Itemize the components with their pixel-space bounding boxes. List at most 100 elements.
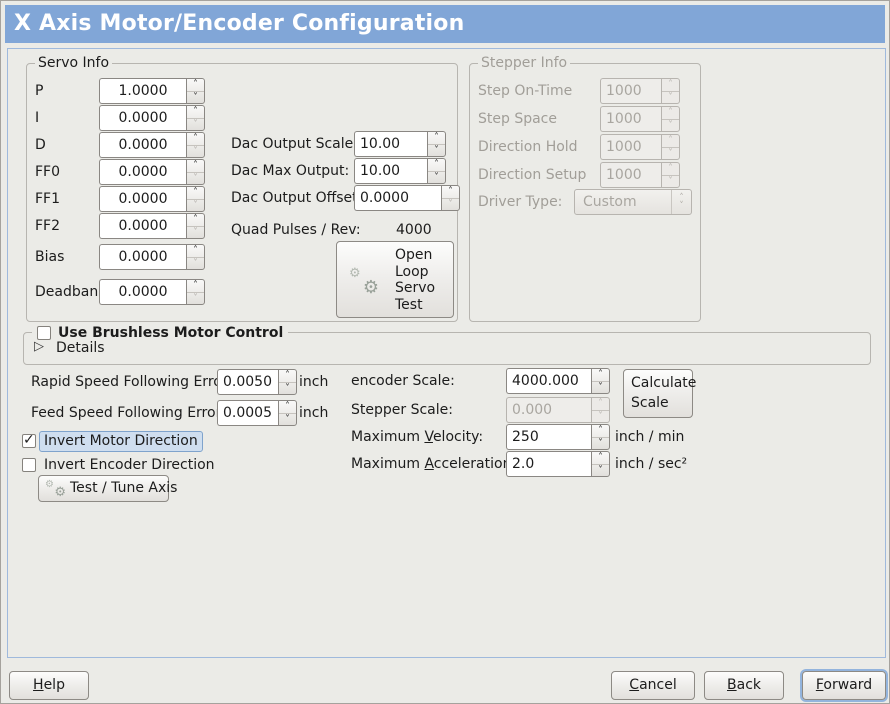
ff2-spinbox[interactable]: 0.0000 ˄˅	[99, 213, 205, 239]
max-acceleration-spinbox[interactable]: 2.0 ˄˅	[506, 451, 610, 477]
rapid-following-error-spinbox[interactable]: 0.0050 ˄˅	[217, 369, 297, 395]
feed-following-error-value[interactable]: 0.0005	[217, 400, 278, 426]
i-spinbox[interactable]: 0.0000 ˄˅	[99, 105, 205, 131]
gears-icon: ⚙ ⚙	[349, 266, 379, 298]
rapid-following-error-value[interactable]: 0.0050	[217, 369, 278, 395]
dac-max-output-spinbox[interactable]: 10.00 ˄˅	[354, 158, 446, 184]
invert-motor-label[interactable]: Invert Motor Direction	[39, 431, 203, 452]
max-velocity-value[interactable]: 250	[506, 424, 591, 450]
bias-label: Bias	[35, 249, 65, 265]
invert-motor-checkbox[interactable]: ✓	[22, 432, 36, 448]
servo-info-frame: Servo Info P 1.0000 ˄˅ I 0.0000 ˄˅ D 0.0…	[26, 54, 458, 322]
max-acceleration-unit: inch / sec²	[615, 456, 688, 472]
direction-hold-label: Direction Hold	[478, 139, 578, 155]
step-on-time-value: 1000	[600, 78, 661, 104]
dac-max-output-value[interactable]: 10.00	[354, 158, 427, 184]
spin-down-icon[interactable]: ˅	[187, 117, 204, 131]
spin-down-icon[interactable]: ˅	[428, 170, 445, 184]
ff0-value[interactable]: 0.0000	[99, 159, 186, 185]
spin-down-icon[interactable]: ˅	[428, 143, 445, 157]
help-button[interactable]: Help	[9, 671, 89, 700]
bias-spinbox[interactable]: 0.0000 ˄˅	[99, 244, 205, 270]
spin-up-icon[interactable]: ˄	[285, 370, 290, 381]
spin-down-icon[interactable]: ˅	[187, 144, 204, 158]
cancel-button[interactable]: Cancel	[611, 671, 695, 700]
spin-down-icon[interactable]: ˅	[187, 171, 204, 185]
max-velocity-label: Maximum Velocity:	[351, 429, 484, 445]
spin-up-icon[interactable]: ˄	[193, 187, 198, 198]
direction-setup-spinbox: 1000 ˄˅	[600, 162, 680, 188]
spin-up-icon[interactable]: ˄	[285, 401, 290, 412]
calculate-scale-button[interactable]: Calculate Scale	[623, 369, 696, 418]
check-icon: ✓	[23, 432, 35, 448]
spin-down-icon[interactable]: ˅	[187, 225, 204, 239]
rapid-following-error-unit: inch	[299, 374, 329, 390]
quad-pulses-value: 4000	[396, 222, 432, 238]
back-button-label: Back	[727, 677, 761, 693]
driver-type-label: Driver Type:	[478, 194, 563, 210]
deadband-value[interactable]: 0.0000	[99, 279, 186, 305]
spin-up-icon[interactable]: ˄	[434, 132, 439, 143]
encoder-scale-spinbox[interactable]: 4000.000 ˄˅	[506, 368, 610, 394]
invert-encoder-label[interactable]: Invert Encoder Direction	[44, 457, 215, 473]
dac-output-scale-spinbox[interactable]: 10.00 ˄˅	[354, 131, 446, 157]
page-title: X Axis Motor/Encoder Configuration	[5, 5, 885, 43]
spin-down-icon[interactable]: ˅	[592, 436, 609, 450]
ff1-value[interactable]: 0.0000	[99, 186, 186, 212]
step-on-time-spinbox: 1000 ˄˅	[600, 78, 680, 104]
ff0-spinbox[interactable]: 0.0000 ˄˅	[99, 159, 205, 185]
spin-up-icon[interactable]: ˄	[598, 452, 603, 463]
stepper-scale-label: Stepper Scale:	[351, 402, 453, 418]
dac-output-offset-value[interactable]: 0.0000	[354, 185, 441, 211]
stepper-info-legend: Stepper Info	[478, 54, 571, 73]
spin-down-icon[interactable]: ˅	[279, 381, 296, 395]
expander-arrow-icon[interactable]: ▷	[34, 339, 44, 354]
spin-down-icon[interactable]: ˅	[592, 380, 609, 394]
brushless-checkbox[interactable]	[37, 326, 51, 340]
spin-up-icon[interactable]: ˄	[193, 280, 198, 291]
deadband-label: Deadband	[35, 284, 108, 300]
back-button[interactable]: Back	[704, 671, 784, 700]
spin-down-icon[interactable]: ˅	[187, 90, 204, 104]
encoder-scale-label: encoder Scale:	[351, 373, 455, 389]
step-space-label: Step Space	[478, 111, 557, 127]
spin-up-icon[interactable]: ˄	[193, 245, 198, 256]
content-border	[7, 48, 886, 658]
ff2-value[interactable]: 0.0000	[99, 213, 186, 239]
test-tune-axis-button[interactable]: ⚙ ⚙ Test / Tune Axis	[38, 475, 177, 502]
dac-output-offset-spinbox[interactable]: 0.0000 ˄˅	[354, 185, 460, 211]
spin-down-icon[interactable]: ˅	[187, 256, 204, 270]
max-velocity-spinbox[interactable]: 250 ˄˅	[506, 424, 610, 450]
deadband-spinbox[interactable]: 0.0000 ˄˅	[99, 279, 205, 305]
d-spinbox[interactable]: 0.0000 ˄˅	[99, 132, 205, 158]
spin-up-icon[interactable]: ˄	[193, 214, 198, 225]
d-value[interactable]: 0.0000	[99, 132, 186, 158]
bias-value[interactable]: 0.0000	[99, 244, 186, 270]
dac-output-scale-value[interactable]: 10.00	[354, 131, 427, 157]
invert-encoder-checkbox[interactable]	[22, 458, 36, 472]
spin-down-icon[interactable]: ˅	[592, 463, 609, 477]
max-acceleration-value[interactable]: 2.0	[506, 451, 591, 477]
ff1-spinbox[interactable]: 0.0000 ˄˅	[99, 186, 205, 212]
direction-hold-spinbox: 1000 ˄˅	[600, 134, 680, 160]
spin-up-icon[interactable]: ˄	[598, 425, 603, 436]
spin-down-icon[interactable]: ˅	[279, 412, 296, 426]
open-loop-test-button[interactable]: ⚙ ⚙ Open Loop Servo Test	[336, 241, 454, 318]
spin-up-icon[interactable]: ˄	[193, 106, 198, 117]
spin-up-icon[interactable]: ˄	[193, 160, 198, 171]
spin-up-icon[interactable]: ˄	[193, 133, 198, 144]
encoder-scale-value[interactable]: 4000.000	[506, 368, 591, 394]
p-value[interactable]: 1.0000	[99, 78, 186, 104]
forward-button[interactable]: Forward	[802, 671, 886, 700]
i-value[interactable]: 0.0000	[99, 105, 186, 131]
spin-down-icon[interactable]: ˅	[187, 291, 204, 305]
spin-down-icon[interactable]: ˅	[442, 197, 459, 211]
spin-up-icon[interactable]: ˄	[193, 79, 198, 90]
spin-up-icon[interactable]: ˄	[448, 186, 453, 197]
ff1-label: FF1	[35, 191, 61, 207]
spin-up-icon[interactable]: ˄	[598, 369, 603, 380]
p-spinbox[interactable]: 1.0000 ˄˅	[99, 78, 205, 104]
spin-down-icon[interactable]: ˅	[187, 198, 204, 212]
spin-up-icon[interactable]: ˄	[434, 159, 439, 170]
feed-following-error-spinbox[interactable]: 0.0005 ˄˅	[217, 400, 297, 426]
